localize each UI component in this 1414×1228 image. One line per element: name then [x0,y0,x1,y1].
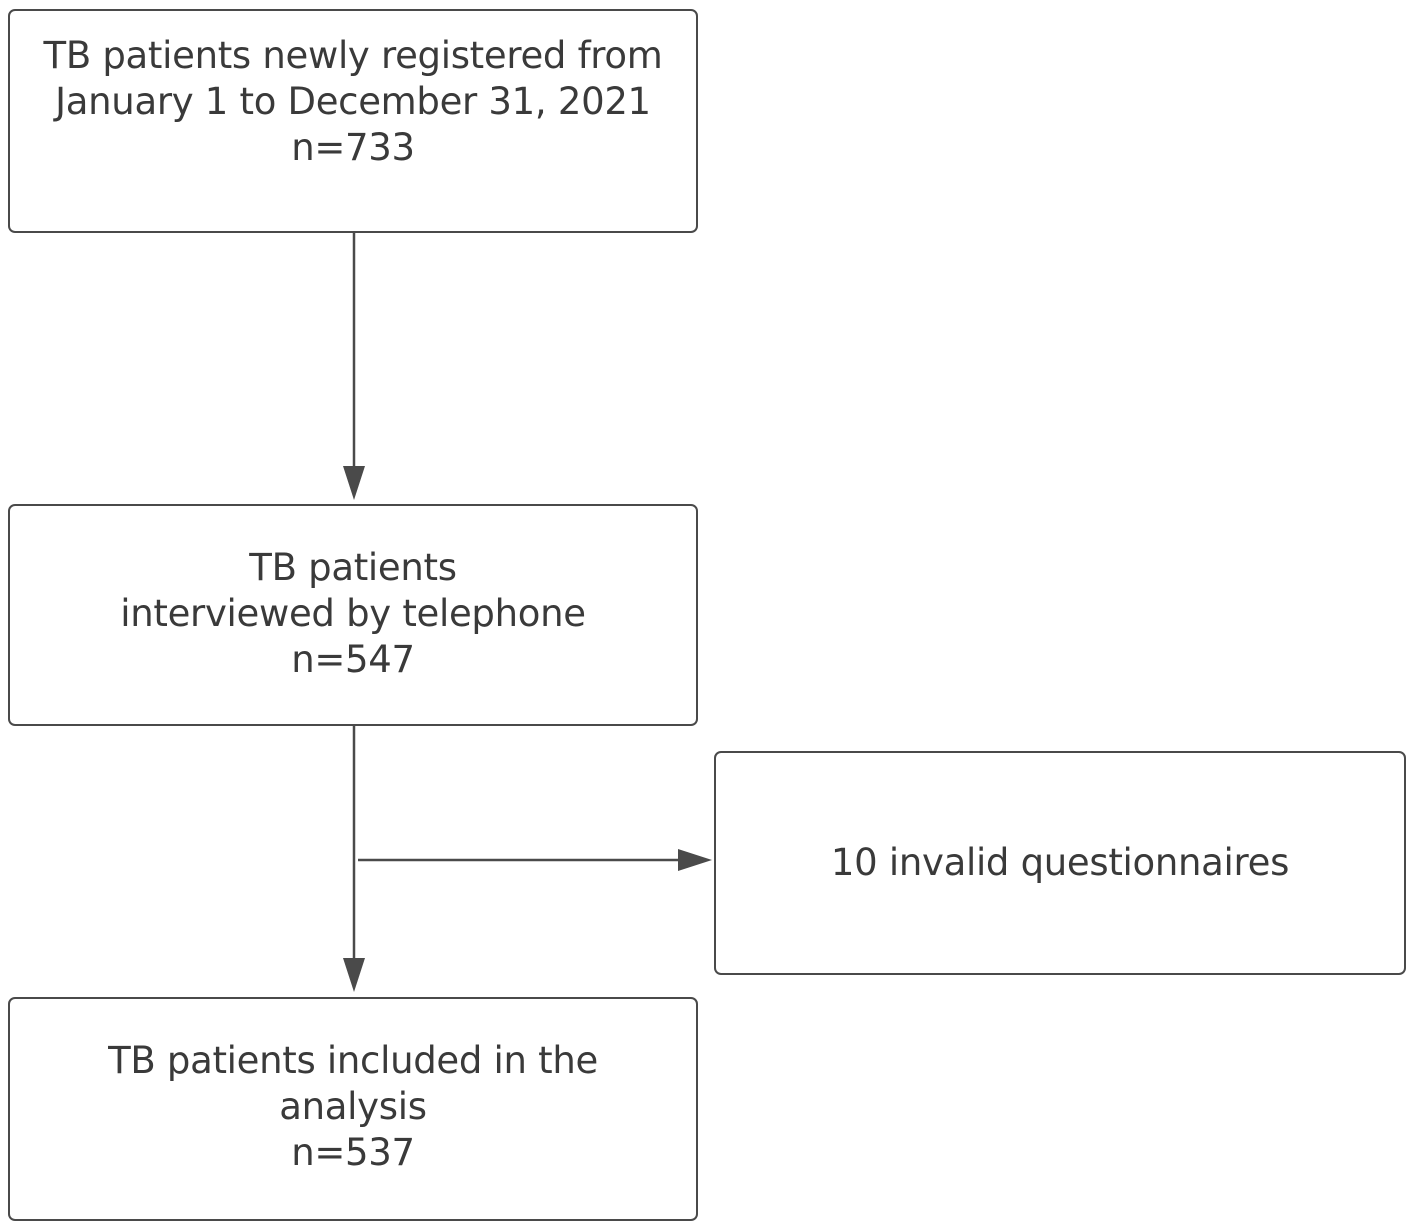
box-invalid-questionnaires: 10 invalid questionnaires [714,751,1406,975]
box-interviewed-by-telephone: TB patients interviewed by telephone n=5… [8,504,698,726]
arrow-interviewed-to-included [343,726,365,992]
registered-line-1: TB patients newly registered from [43,34,663,77]
registered-count: n=733 [291,126,415,169]
interviewed-line-2: interviewed by telephone [120,592,586,635]
box-newly-registered: TB patients newly registered from Januar… [8,9,698,233]
arrow-registered-to-interviewed [343,233,365,500]
included-line-2: analysis [279,1085,427,1128]
interviewed-line-1: TB patients [249,546,457,589]
box-included-in-analysis: TB patients included in the analysis n=5… [8,997,698,1221]
excluded-label: 10 invalid questionnaires [830,841,1290,884]
included-count: n=537 [291,1131,415,1174]
registered-line-2: January 1 to December 31, 2021 [55,80,651,123]
arrow-to-excluded [358,849,712,871]
included-line-1: TB patients included in the [108,1039,598,1082]
interviewed-count: n=547 [291,638,415,681]
